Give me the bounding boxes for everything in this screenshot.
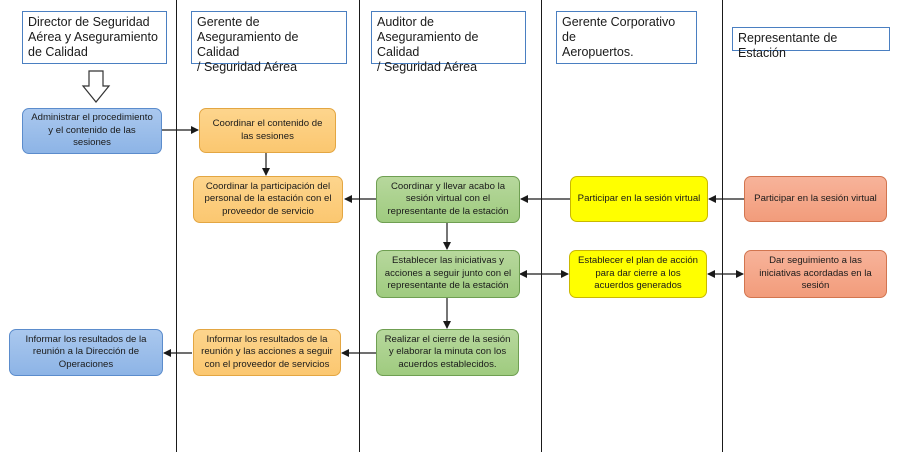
step-administrar-procedimiento: Administrar el procedimiento y el conten… [22, 108, 162, 154]
step-realizar-cierre: Realizar el cierre de la sesión y elabor… [376, 329, 519, 376]
start-down-arrow [81, 70, 111, 103]
step-coordinar-contenido: Coordinar el contenido de las sesiones [199, 108, 336, 153]
lane-header-representante: Representante de Estación [732, 27, 890, 60]
step-establecer-iniciativas: Establecer las iniciativas y acciones a … [376, 250, 520, 298]
step-informar-resultados-director: Informar los resultados de la reunión a … [9, 329, 163, 376]
lane-header-gerente-corporativo: Gerente Corporativo de Aeropuertos. [556, 11, 697, 64]
step-participar-representante: Participar en la sesión virtual [744, 176, 887, 222]
lane-divider-2 [359, 0, 360, 452]
step-establecer-plan-accion: Establecer el plan de acción para dar ci… [569, 250, 707, 298]
lane-divider-4 [722, 0, 723, 452]
step-coordinar-llevar-sesion: Coordinar y llevar acabo la sesión virtu… [376, 176, 520, 223]
step-participar-gerente-corporativo: Participar en la sesión virtual [570, 176, 708, 222]
lane-divider-1 [176, 0, 177, 452]
lane-header-gerente-calidad: Gerente de Aseguramiento de Calidad / Se… [191, 11, 347, 74]
lane-header-director: Director de Seguridad Aérea y Aseguramie… [22, 11, 167, 64]
lane-header-auditor: Auditor de Aseguramiento de Calidad / Se… [371, 11, 526, 74]
step-dar-seguimiento: Dar seguimiento a las iniciativas acorda… [744, 250, 887, 298]
lane-divider-3 [541, 0, 542, 452]
step-coordinar-participacion: Coordinar la participación del personal … [193, 176, 343, 223]
step-informar-resultados-gerente: Informar los resultados de la reunión y … [193, 329, 341, 376]
